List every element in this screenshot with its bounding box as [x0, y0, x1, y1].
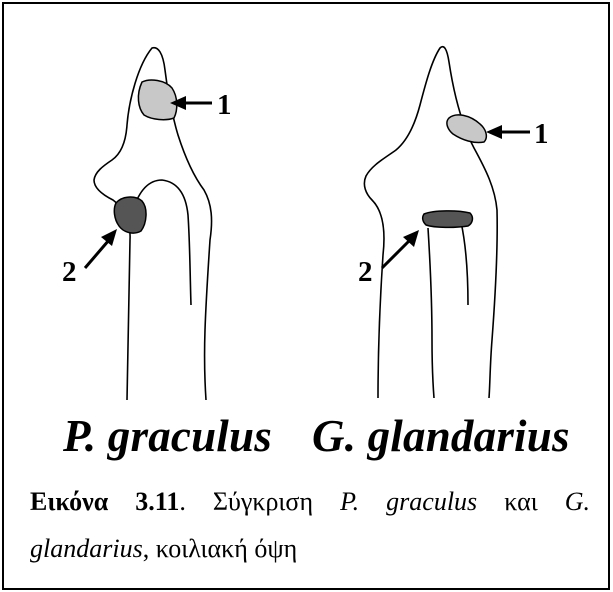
- right-bone-inner: [428, 228, 434, 398]
- caption-figure-number: Εικόνα 3.11: [30, 487, 179, 516]
- right-arrow-2: [382, 230, 419, 268]
- left-area-2: [114, 197, 146, 233]
- right-label-1: 1: [534, 118, 549, 150]
- right-arrow-1: [486, 125, 530, 139]
- left-label-2: 2: [62, 256, 77, 288]
- caption-text-2: και: [477, 487, 565, 516]
- left-area-1: [138, 80, 176, 120]
- caption-text-3: , κοιλιακή όψη: [143, 534, 298, 563]
- left-label-1: 1: [217, 89, 232, 121]
- right-label-2: 2: [358, 256, 373, 288]
- right-bone-inner-2: [461, 222, 468, 305]
- figure-caption: Εικόνα 3.11. Σύγκριση P. graculus και G.…: [30, 478, 590, 572]
- caption-species-1: P. graculus: [340, 487, 477, 516]
- species-label-right: G. glandarius: [312, 410, 570, 462]
- right-area-2: [423, 211, 473, 228]
- right-area-1: [447, 115, 486, 143]
- caption-text-1: Σύγκριση: [186, 487, 340, 516]
- left-bone-inner: [133, 180, 191, 305]
- species-label-left: P. graculus: [63, 410, 272, 462]
- left-arrow-2: [85, 229, 117, 268]
